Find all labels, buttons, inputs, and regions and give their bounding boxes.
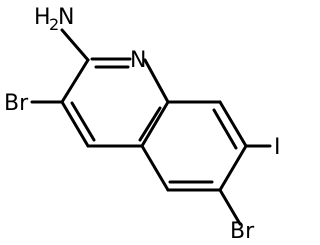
bond-c5-c4a	[140, 144, 170, 192]
molecular-bonds	[30, 28, 272, 226]
bond-c6-br	[218, 188, 242, 226]
amine-label-h: H	[34, 5, 51, 30]
bond-amine	[60, 28, 90, 62]
bromine-left-label: Br	[4, 91, 29, 116]
iodine-label: I	[274, 135, 281, 160]
atom-labels: H 2 N N Br I Br	[4, 5, 281, 244]
bond-c3-c4-inner	[70, 101, 96, 142]
bond-c3-c4	[60, 100, 90, 148]
bond-c7-c6	[218, 144, 248, 192]
amine-label-n: N	[58, 5, 74, 30]
bromine-bottom-label: Br	[230, 219, 255, 244]
bond-c2-c3	[60, 58, 90, 104]
amine-label-subscript: 2	[49, 15, 59, 34]
quinoline-structure-diagram: H 2 N N Br I Br	[4, 5, 281, 244]
bond-c8a-c4a-inner	[138, 106, 162, 142]
bond-c8a-c4a	[140, 100, 170, 148]
chemical-structure-canvas: H 2 N N Br I Br	[4, 5, 281, 244]
bond-c8-c7	[218, 100, 248, 148]
ring-nitrogen-label: N	[130, 48, 146, 73]
bond-n1-c8a	[143, 58, 170, 104]
bond-c8-c7-inner	[212, 108, 238, 150]
